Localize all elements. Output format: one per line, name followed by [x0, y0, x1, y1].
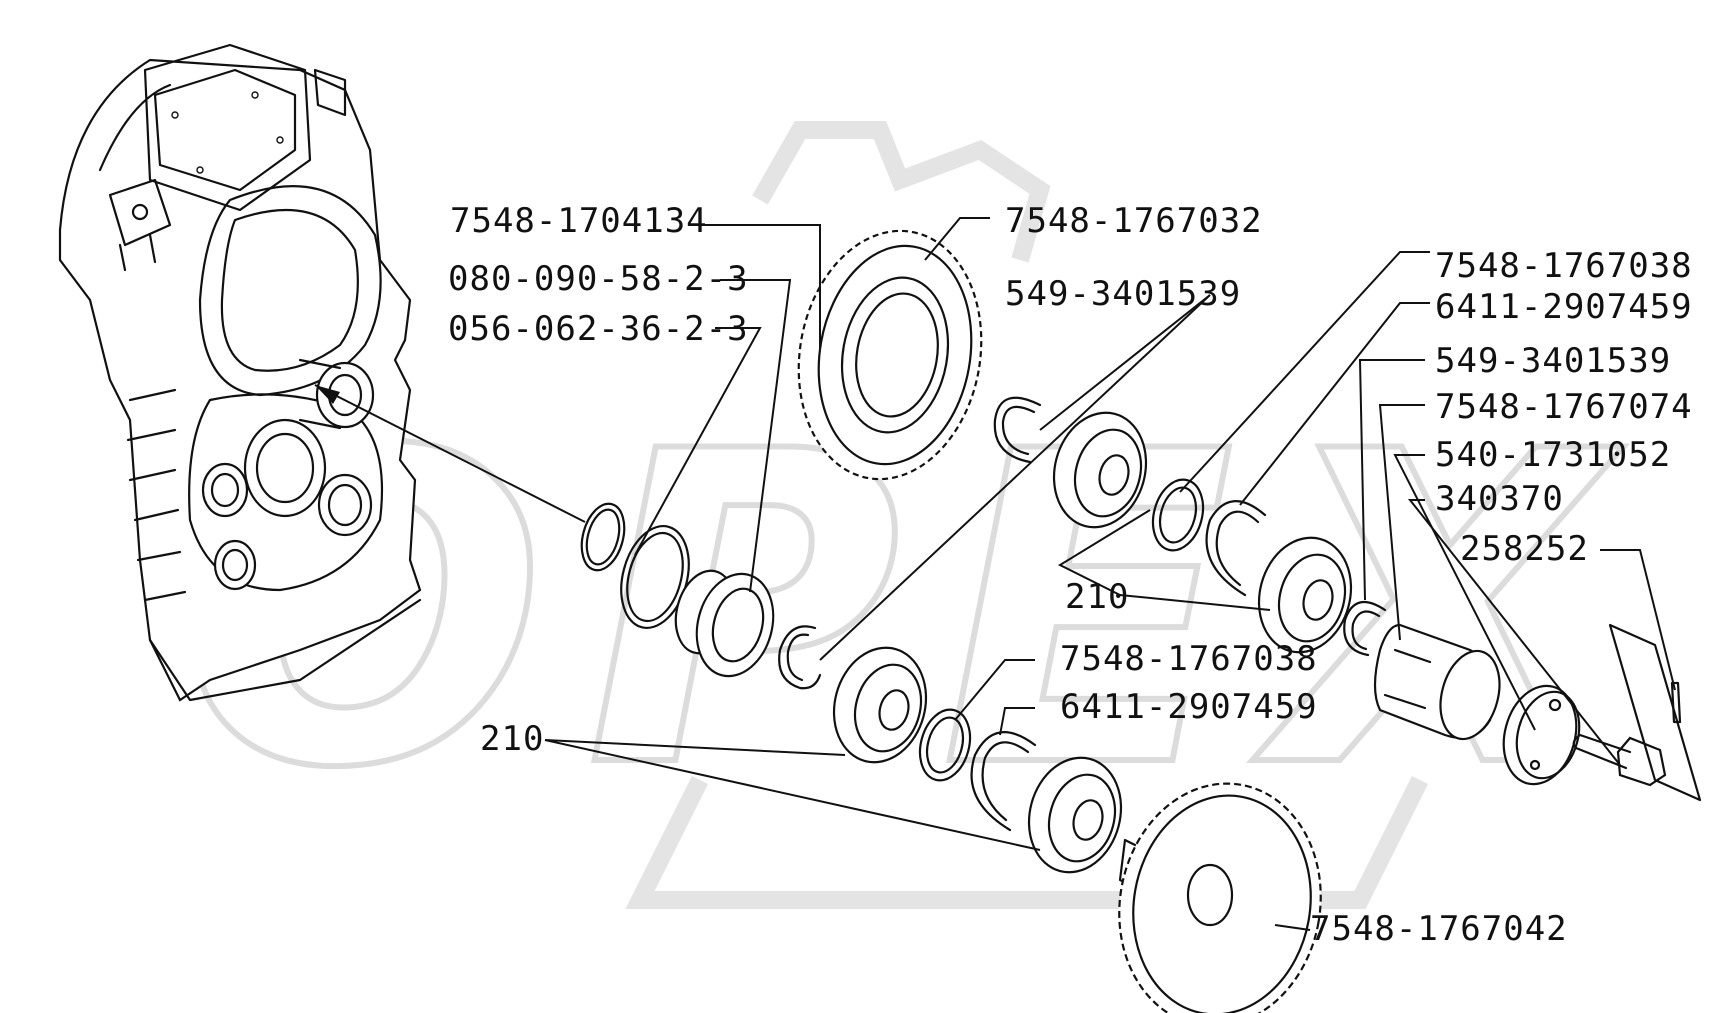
cover-disc — [1502, 684, 1581, 786]
leader-l08 — [1358, 359, 1425, 601]
label-l09: 7548-1767074 — [1435, 387, 1693, 427]
label-l03: 056-062-36-2-3 — [448, 309, 749, 349]
spacer-ring-lower — [918, 708, 972, 782]
leader-l13b — [1119, 594, 1271, 611]
label-l16: 210 — [480, 719, 544, 759]
leader-l15 — [999, 707, 1035, 736]
leader-l17 — [1274, 924, 1311, 931]
bearing-lower-right — [1027, 756, 1123, 874]
label-l07: 6411-2907459 — [1435, 287, 1693, 327]
label-l12: 258252 — [1460, 529, 1589, 569]
leader-l03 — [634, 327, 762, 556]
o-ring-small — [580, 502, 626, 572]
leader-lines — [544, 217, 1676, 931]
label-l08: 549-3401539 — [1435, 341, 1671, 381]
label-l17: 7548-1767042 — [1310, 909, 1568, 949]
snap-ring-right — [1343, 600, 1387, 657]
leader-l07 — [1239, 302, 1430, 506]
leader-l13a — [1057, 509, 1151, 596]
label-l14: 7548-1767038 — [1060, 639, 1318, 679]
spacer-ring-upper — [1151, 478, 1205, 552]
bearing-middle — [1257, 536, 1353, 654]
assembly-arrow — [314, 384, 586, 523]
bearing-lower-left — [832, 646, 928, 764]
label-l10: 540-1731052 — [1435, 435, 1671, 475]
label-l01: 7548-1704134 — [450, 201, 708, 241]
retaining-ring-upper — [1205, 500, 1267, 597]
leader-l05a — [1039, 294, 1211, 431]
label-l06: 7548-1767038 — [1435, 246, 1693, 286]
label-l11: 340370 — [1435, 479, 1564, 519]
leader-l04 — [924, 217, 990, 261]
leader-l06 — [1179, 251, 1430, 493]
part-labels: 7548-1704134 080-090-58-2-3 056-062-36-2… — [448, 201, 1693, 949]
seal-bushing — [674, 569, 775, 678]
leader-l12 — [1600, 549, 1676, 691]
sleeve — [1373, 623, 1501, 741]
leader-l14 — [954, 659, 1035, 721]
leader-l10 — [1393, 454, 1536, 731]
leader-l02 — [720, 279, 792, 593]
gearbox-housing — [58, 43, 422, 702]
retaining-ring-lower — [970, 731, 1037, 832]
label-l13: 210 — [1065, 577, 1129, 617]
gear-lower — [1118, 782, 1322, 1013]
bearing-upper — [1052, 411, 1148, 529]
label-l02: 080-090-58-2-3 — [448, 259, 749, 299]
leader-l16b — [544, 739, 1041, 851]
gear-upper — [797, 229, 983, 481]
lock-washer — [1608, 623, 1702, 802]
leader-l09 — [1378, 404, 1425, 641]
snap-ring-upper — [993, 396, 1042, 464]
leader-l05b — [819, 294, 1211, 661]
label-l15: 6411-2907459 — [1060, 687, 1318, 727]
label-l05: 549-3401539 — [1005, 274, 1241, 314]
leader-l11 — [1407, 499, 1621, 766]
leader-l01 — [690, 224, 821, 350]
leader-l16a — [544, 739, 846, 756]
snap-ring-lower — [778, 625, 822, 690]
label-l04: 7548-1767032 — [1005, 201, 1263, 241]
